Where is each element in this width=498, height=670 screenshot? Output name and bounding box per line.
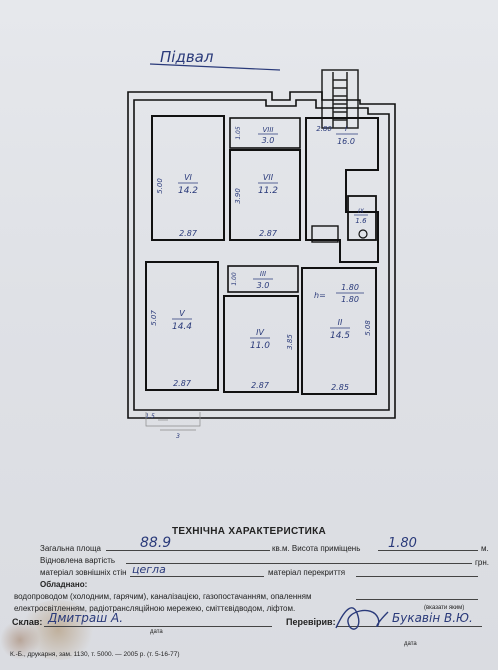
room-i-num: I <box>345 125 347 133</box>
room-iii-area: 3.0 <box>257 281 270 290</box>
room-viii <box>229 117 301 149</box>
walls-value: цегла <box>132 563 166 576</box>
corridor-strip <box>311 225 339 243</box>
dim-v-height: 5.07 <box>150 310 158 326</box>
height-note-top: 1.80 <box>341 283 359 292</box>
dim-vi-width: 2.87 <box>179 229 198 238</box>
dimension-labels: 5.00 2.87 1.05 3.90 2.87 2.80 1.00 5.07 … <box>145 125 372 440</box>
floor-plan: Підвал <box>127 48 396 440</box>
room-iii-num: III <box>260 270 266 278</box>
room-ix-area: 1.6 <box>355 217 367 225</box>
dim-vi-height: 5.00 <box>156 178 164 194</box>
paper-stain-small <box>0 620 40 660</box>
checked-line <box>336 626 482 627</box>
room-labels: VI 14.2 VII 11.2 VIII 3.0 I 16.0 IX 1.6 … <box>172 125 368 351</box>
dim-vii-width: 2.87 <box>259 229 278 238</box>
toilet-icon <box>358 229 368 239</box>
equipment-line-1-rule <box>356 599 478 600</box>
height-note-bottom: 1.80 <box>341 295 359 304</box>
ceiling-line <box>356 576 478 577</box>
room-ii-num: II <box>338 318 343 327</box>
room-iv-area: 11.0 <box>250 341 270 351</box>
room-viii-area: 3.0 <box>262 136 275 145</box>
dim-i-width: 2.80 <box>316 125 332 133</box>
stairs <box>321 69 359 129</box>
dim-viii-height: 1.05 <box>235 126 242 140</box>
total-area-value: 88.9 <box>140 535 172 551</box>
note-label: (вказати яким) <box>424 605 465 611</box>
room-iv-num: IV <box>256 328 264 337</box>
room-vii-num: VII <box>263 173 274 182</box>
room-v <box>145 261 219 391</box>
total-area-label: Загальна площа <box>40 544 101 553</box>
compiled-label: Склав: <box>12 617 43 627</box>
dim-iv-height: 3.85 <box>286 334 294 350</box>
room-vi <box>151 115 225 241</box>
dim-vii-height: 3.90 <box>234 188 242 204</box>
total-area-line <box>106 550 270 551</box>
room-ix <box>347 195 377 241</box>
compiled-line <box>44 626 272 627</box>
room-v-area: 14.4 <box>172 322 192 332</box>
height-value: 1.80 <box>388 536 417 551</box>
pencil-marks <box>145 412 201 431</box>
tech-title: ТЕХНІЧНА ХАРАКТЕРИСТИКА <box>171 526 327 537</box>
height-line <box>378 550 478 551</box>
room-viii-num: VIII <box>263 126 274 134</box>
dim-ii-width: 2.85 <box>331 383 349 392</box>
room-vi-area: 14.2 <box>178 186 198 196</box>
dim-v-width: 2.87 <box>173 379 192 388</box>
outer-walls <box>127 91 396 419</box>
room-vii-area: 11.2 <box>258 186 278 196</box>
height-note: h= 1.80 1.80 <box>314 283 364 304</box>
checked-label: Перевірив: <box>286 617 336 627</box>
date-label-2: дата <box>404 641 417 647</box>
plan-title: Підвал <box>160 48 214 66</box>
equipment-line-2: електросвітленням, радіотрансляційною ме… <box>14 604 296 613</box>
room-vii <box>229 149 301 241</box>
ceiling-label: матеріал перекриття <box>268 568 346 577</box>
checker-signature <box>335 607 389 630</box>
checked-value: Букавін В.Ю. <box>392 611 473 625</box>
compiled-value: Дмитраш А. <box>48 611 124 625</box>
restored-cost-label: Відновлена вартість <box>40 556 116 565</box>
room-vi-num: VI <box>184 173 192 182</box>
dim-iv-width: 2.87 <box>251 381 270 390</box>
footer-print: К.-Б., друкарня, зам. 1130, т. 5000. — 2… <box>10 651 180 658</box>
room-i <box>305 117 379 263</box>
dim-small-a: 1.5 <box>145 413 155 420</box>
room-ii <box>301 267 377 395</box>
date-label-1: дата <box>150 629 163 635</box>
room-v-num: V <box>179 309 185 318</box>
walls-label: матеріал зовнішніх стін <box>40 568 127 577</box>
room-ii-area: 14.5 <box>330 331 350 341</box>
currency-label: грн. <box>475 558 490 567</box>
room-i-area: 16.0 <box>337 137 355 146</box>
walls-line <box>130 576 264 577</box>
height-note-label: h= <box>314 291 326 300</box>
dim-small-b: 3 <box>176 433 180 440</box>
restored-cost-line <box>126 563 472 564</box>
dim-ii-height: 5.08 <box>364 320 372 336</box>
equipped-label: Обладнано: <box>40 580 88 589</box>
area-unit-label: кв.м. Висота приміщень <box>272 544 361 553</box>
room-iii <box>227 265 299 293</box>
plan-title-underline <box>149 63 281 71</box>
room-iv <box>223 295 299 393</box>
height-unit: м. <box>481 544 489 553</box>
dim-iii-height: 1.00 <box>231 272 238 286</box>
equipment-line-1: водопроводом (холодним, гарячим), каналі… <box>14 592 312 601</box>
room-ix-num: IX <box>358 208 365 215</box>
